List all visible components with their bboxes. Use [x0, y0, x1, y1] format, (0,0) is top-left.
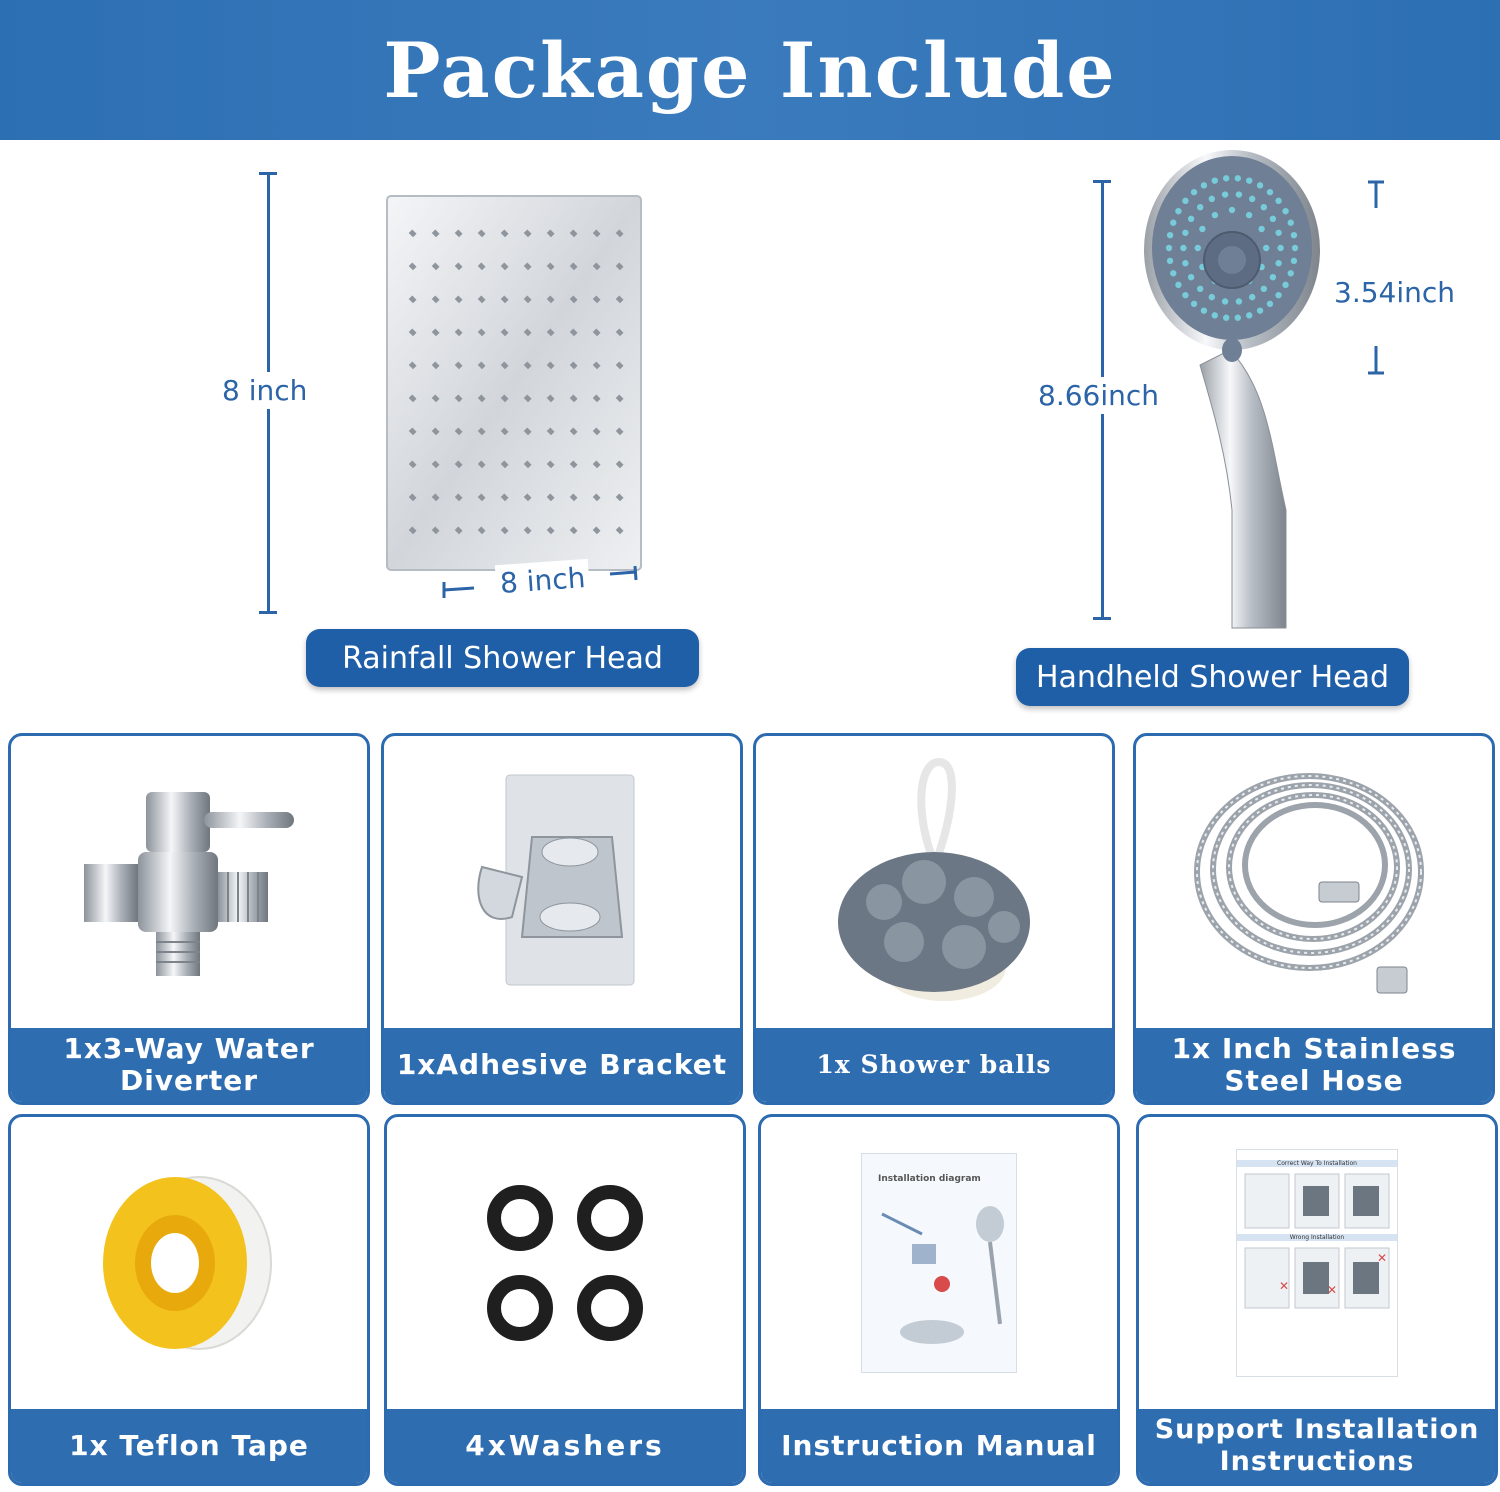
instruction-manual-image: Installation diagram [761, 1117, 1117, 1409]
item-caption-teflon: 1x Teflon Tape [11, 1409, 367, 1483]
handheld-shower-head-image [1140, 150, 1325, 632]
rainfall-shower-head-image [386, 195, 642, 571]
handheld-height-label: 8.66inch [1034, 377, 1164, 414]
item-caption-shower-ball: 1x Shower balls [756, 1028, 1112, 1102]
item-caption-hose: 1x Inch Stainless Steel Hose [1136, 1028, 1492, 1102]
washers-image [387, 1117, 743, 1409]
item-caption-support: Support Installation Instructions [1139, 1409, 1495, 1483]
teflon-tape-image [11, 1117, 367, 1409]
item-caption-washers: 4xWashers [387, 1409, 743, 1483]
svg-text:✕: ✕ [1377, 1251, 1387, 1265]
adhesive-bracket-image [384, 736, 740, 1028]
item-tile-support: Correct Way To Installation Wrong Instal… [1136, 1114, 1498, 1486]
item-tile-teflon: 1x Teflon Tape [8, 1114, 370, 1486]
item-tile-bracket: 1xAdhesive Bracket [381, 733, 743, 1105]
hose-image [1136, 736, 1492, 1028]
svg-text:✕: ✕ [1327, 1283, 1337, 1297]
support-correct-heading: Correct Way To Installation [1237, 1160, 1397, 1167]
item-tile-diverter: 1x3-Way Water Diverter [8, 733, 370, 1105]
handheld-face-dimension [1366, 180, 1386, 376]
item-tile-hose: 1x Inch Stainless Steel Hose [1133, 733, 1495, 1105]
item-tile-shower-ball: 1x Shower balls [753, 733, 1115, 1105]
rainfall-shower-head-title: Rainfall Shower Head [306, 629, 699, 687]
shower-ball-image [756, 736, 1112, 1028]
handheld-face-label: 3.54inch [1334, 276, 1456, 309]
svg-text:✕: ✕ [1279, 1279, 1289, 1293]
handheld-shower-head-title: Handheld Shower Head [1016, 648, 1409, 706]
rainfall-width-label: 8 inch [494, 558, 591, 603]
manual-heading: Installation diagram [878, 1174, 981, 1184]
item-tile-manual: Installation diagram Instruction Manual [758, 1114, 1120, 1486]
rainfall-height-label: 8 inch [218, 372, 312, 409]
page-title: Package Include [383, 25, 1117, 115]
rainfall-width-dimension [440, 565, 640, 606]
item-caption-bracket: 1xAdhesive Bracket [384, 1028, 740, 1102]
support-instructions-image: Correct Way To Installation Wrong Instal… [1139, 1117, 1495, 1409]
header-banner: Package Include [0, 0, 1500, 140]
support-wrong-heading: Wrong Installation [1237, 1234, 1397, 1241]
item-caption-diverter: 1x3-Way Water Diverter [11, 1028, 367, 1102]
item-tile-washers: 4xWashers [384, 1114, 746, 1486]
item-caption-manual: Instruction Manual [761, 1409, 1117, 1483]
diverter-image [11, 736, 367, 1028]
